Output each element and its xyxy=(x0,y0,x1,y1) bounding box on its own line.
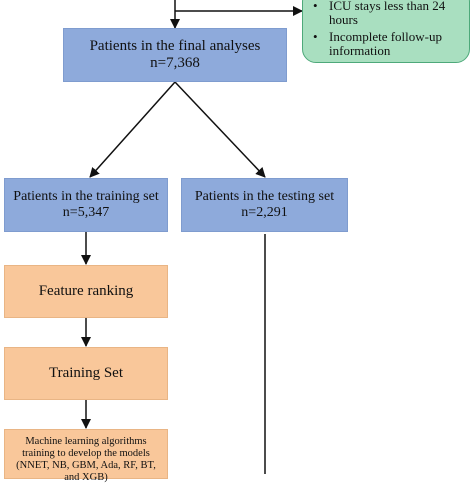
ml-algorithms-box: Machine learning algorithms training to … xyxy=(4,429,168,483)
connector-lines xyxy=(81,0,303,474)
exclusion-item: Incomplete follow-up information xyxy=(313,30,469,57)
exclusion-list: ICU stays less than 24 hours Incomplete … xyxy=(303,0,469,58)
testing-set-count: n=2,291 xyxy=(241,205,288,220)
ml-algorithms-label: Machine learning algorithms training to … xyxy=(16,436,156,484)
training-set-step-label: Training Set xyxy=(48,364,124,381)
feature-ranking-box: Feature ranking xyxy=(4,265,168,318)
testing-set-box: Patients in the testing set n=2,291 xyxy=(181,178,348,232)
final-analyses-title: Patients in the final analyses xyxy=(89,37,261,54)
exclusion-box: ICU stays less than 24 hours Incomplete … xyxy=(302,0,470,63)
arrow-to-training xyxy=(89,81,176,178)
exclusion-item: ICU stays less than 24 hours xyxy=(313,0,469,26)
training-set-box: Patients in the training set n=5,347 xyxy=(4,178,168,232)
feature-ranking-label: Feature ranking xyxy=(38,282,134,299)
training-set-title: Patients in the training set xyxy=(13,188,159,204)
final-analyses-box: Patients in the final analyses n=7,368 xyxy=(63,28,287,82)
training-set-step-box: Training Set xyxy=(4,347,168,400)
arrow-to-testing xyxy=(174,81,266,178)
training-set-count: n=5,347 xyxy=(62,205,110,220)
final-analyses-count: n=7,368 xyxy=(150,55,200,71)
testing-set-title: Patients in the testing set xyxy=(194,188,335,204)
